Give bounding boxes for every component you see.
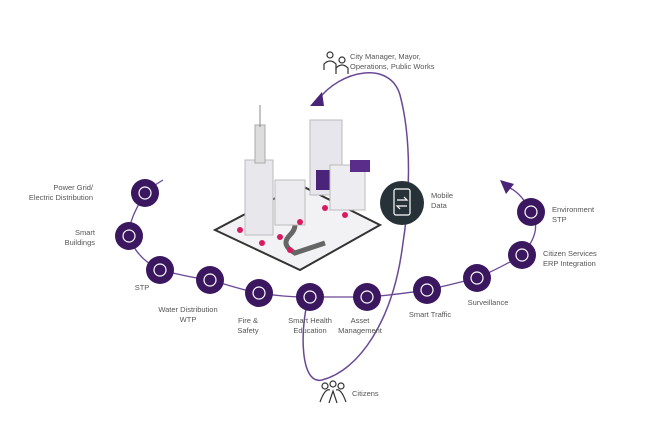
service-node <box>508 241 536 269</box>
service-node <box>146 256 174 284</box>
service-node-label: Power Grid/Electric Distribution <box>29 183 93 202</box>
mobile-data-node <box>380 181 424 225</box>
people-icon <box>323 51 349 74</box>
label-line2: ERP Integration <box>543 258 596 268</box>
citizens-label: Citizens <box>352 389 379 398</box>
citizens-services-icon <box>515 248 529 262</box>
clipboard-icon <box>360 290 374 304</box>
label-line2: Management <box>338 325 382 335</box>
label-line1: Citizen Services <box>543 249 597 258</box>
feedback-loop <box>302 72 410 381</box>
mobile-line2: Data <box>431 200 447 210</box>
service-node-label: Fire &Safety <box>198 316 298 335</box>
service-node <box>196 266 224 294</box>
label-line2: Safety <box>237 325 259 335</box>
service-node-label: Surveillance <box>438 298 538 308</box>
power-tower-icon <box>138 186 152 200</box>
label-line1: Smart Traffic <box>408 310 452 319</box>
city-illustration <box>212 105 383 272</box>
label-line2: STP <box>552 214 567 224</box>
camera-icon <box>470 271 484 285</box>
buildings-icon <box>122 229 136 243</box>
label-line1: Power Grid/ <box>53 183 93 192</box>
label-line1: Water Distribution <box>158 305 218 314</box>
citizens-icon <box>319 380 347 404</box>
traffic-light-icon <box>420 283 434 297</box>
label-line2: Buildings <box>64 237 95 247</box>
service-node <box>517 198 545 226</box>
service-node <box>245 279 273 307</box>
label-line1: Asset <box>350 316 370 325</box>
top-actor-label: City Manager, Mayor, Operations, Public … <box>350 52 434 71</box>
service-node <box>413 276 441 304</box>
service-node-label: STP <box>92 283 192 293</box>
top-actor-line1: City Manager, Mayor, <box>350 52 421 61</box>
label-line2: Education <box>293 325 327 335</box>
leaf-icon <box>524 205 538 219</box>
label-line1: STP <box>134 283 150 292</box>
service-node <box>463 264 491 292</box>
water-drop-icon <box>203 273 217 287</box>
health-hand-icon <box>303 290 317 304</box>
mobile-data-label: Mobile Data <box>431 191 453 210</box>
mobile-sync-icon <box>393 188 411 216</box>
label-line1: Smart Health <box>288 316 332 325</box>
loop-arrow-head <box>310 92 324 106</box>
label-line1: Environment <box>552 205 595 214</box>
label-line1: Surveillance <box>467 298 509 307</box>
service-node-label: Smart Traffic <box>380 310 480 320</box>
label-line1: Smart <box>74 228 95 237</box>
label-line1: Fire & <box>237 316 258 325</box>
service-node <box>296 283 324 311</box>
mobile-line1: Mobile <box>431 191 454 200</box>
fire-shield-icon <box>252 286 266 300</box>
chain-arrow-head <box>500 180 514 194</box>
label-line2: Electric Distribution <box>28 192 93 202</box>
service-node <box>353 283 381 311</box>
top-actor-line2: Operations, Public Works <box>350 61 435 71</box>
service-node <box>115 222 143 250</box>
service-node <box>131 179 159 207</box>
label-line2: WTP <box>179 314 197 324</box>
treatment-plant-icon <box>153 263 167 277</box>
